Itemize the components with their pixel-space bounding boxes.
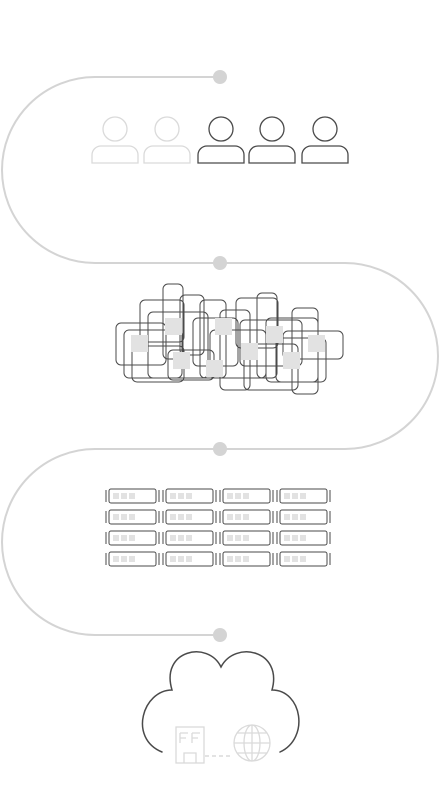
network-mesh-icon: [115, 283, 344, 395]
server-unit: [276, 488, 331, 504]
server-unit: [162, 488, 217, 504]
person-icon: [248, 116, 296, 164]
server-unit: [219, 551, 274, 567]
server-unit: [105, 551, 160, 567]
server-unit: [276, 530, 331, 546]
person-icon: [301, 116, 349, 164]
person-icon: [143, 116, 191, 164]
person-icon: [197, 116, 245, 164]
server-unit: [219, 488, 274, 504]
cloud-outline: [141, 651, 300, 753]
server-unit: [162, 509, 217, 525]
flow-connector-path: [1, 76, 439, 636]
server-unit: [276, 551, 331, 567]
building-icon: [175, 726, 205, 764]
node-dot-2: [213, 256, 227, 270]
person-icon: [91, 116, 139, 164]
server-rack-icon: [105, 488, 331, 567]
server-unit: [105, 509, 160, 525]
users-group: [91, 116, 349, 164]
server-unit: [105, 530, 160, 546]
globe-icon: [233, 724, 271, 762]
server-unit: [162, 551, 217, 567]
server-unit: [219, 530, 274, 546]
node-dot-3: [213, 442, 227, 456]
server-unit: [162, 530, 217, 546]
node-dot-1: [213, 70, 227, 84]
server-unit: [105, 488, 160, 504]
server-unit: [219, 509, 274, 525]
node-dot-4: [213, 628, 227, 642]
server-unit: [276, 509, 331, 525]
cloud-icon: [141, 651, 300, 764]
